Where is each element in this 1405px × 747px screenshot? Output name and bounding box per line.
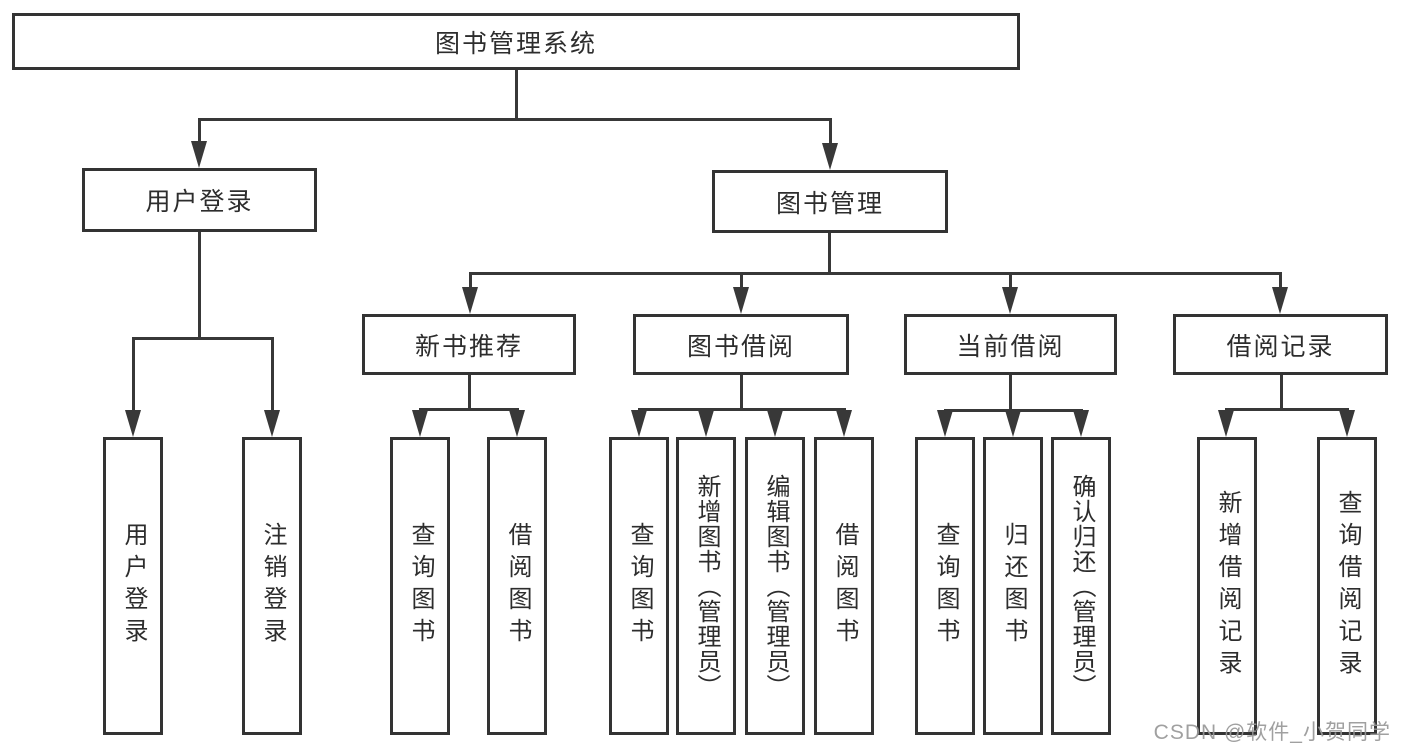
arrow-down-icon bbox=[1073, 410, 1089, 437]
node-label: 借阅图书 bbox=[504, 522, 531, 650]
connector-book-mgmt-bus bbox=[469, 272, 1282, 275]
connector-book-mgmt-stem bbox=[828, 233, 831, 272]
node-label: 用户登录 bbox=[120, 522, 147, 650]
node-label: 查询借阅记录 bbox=[1334, 490, 1361, 682]
connector-drop-leaf-logout bbox=[271, 337, 274, 413]
node-library-management-system: 图书管理系统 bbox=[12, 13, 1020, 70]
node-book-management: 图书管理 bbox=[712, 170, 948, 233]
node-leaf-borrow-books-nbr: 借阅图书 bbox=[487, 437, 547, 735]
node-label: 新书推荐 bbox=[414, 332, 523, 361]
node-leaf-add-borrow-record: 新增借阅记录 bbox=[1197, 437, 1257, 735]
connector-current-borrow-stem bbox=[1009, 375, 1012, 409]
node-label: 注销登录 bbox=[259, 522, 286, 650]
arrow-down-icon bbox=[937, 410, 953, 437]
node-new-book-recommendation: 新书推荐 bbox=[362, 314, 576, 375]
arrow-down-icon bbox=[767, 410, 783, 437]
node-leaf-edit-books-admin: 编辑图书（管理员） bbox=[745, 437, 805, 735]
node-label: 借阅记录 bbox=[1226, 332, 1335, 361]
node-label: 查询图书 bbox=[407, 522, 434, 650]
arrow-down-icon bbox=[822, 143, 838, 170]
connector-drop-current-borrow bbox=[1009, 272, 1012, 290]
node-leaf-logout-login: 注销登录 bbox=[242, 437, 302, 735]
node-leaf-borrow-books-bb: 借阅图书 bbox=[814, 437, 874, 735]
connector-borrow-record-stem bbox=[1280, 375, 1283, 408]
node-label: 查询图书 bbox=[932, 522, 959, 650]
connector-drop-leaf-user-login bbox=[132, 337, 135, 413]
connector-user-login-bus bbox=[132, 337, 274, 340]
node-label: 用户登录 bbox=[145, 188, 254, 216]
arrow-down-icon bbox=[1272, 287, 1288, 314]
arrow-down-icon bbox=[509, 410, 525, 437]
arrow-down-icon bbox=[631, 410, 647, 437]
arrow-down-icon bbox=[264, 410, 280, 437]
connector-drop-book-mgmt bbox=[829, 118, 832, 144]
node-user-login: 用户登录 bbox=[82, 168, 317, 232]
arrow-down-icon bbox=[191, 141, 207, 168]
node-label: 归还图书 bbox=[1000, 522, 1027, 650]
node-label: 图书管理 bbox=[775, 189, 884, 218]
arrow-down-icon bbox=[698, 410, 714, 437]
connector-drop-user-login bbox=[198, 118, 201, 144]
arrow-down-icon bbox=[733, 287, 749, 314]
node-leaf-query-books-nbr: 查询图书 bbox=[390, 437, 450, 735]
arrow-down-icon bbox=[1339, 410, 1355, 437]
node-label: 当前借阅 bbox=[956, 332, 1065, 361]
arrow-down-icon bbox=[462, 287, 478, 314]
node-label: 图书借阅 bbox=[686, 332, 795, 361]
node-leaf-query-books-cb: 查询图书 bbox=[915, 437, 975, 735]
node-label: 新增图书（管理员） bbox=[693, 473, 720, 699]
node-leaf-query-books-bb: 查询图书 bbox=[609, 437, 669, 735]
connector-user-login-stem bbox=[198, 232, 201, 337]
arrow-down-icon bbox=[412, 410, 428, 437]
node-book-borrowing: 图书借阅 bbox=[633, 314, 849, 375]
connector-book-borrow-stem bbox=[740, 375, 743, 408]
node-label: 编辑图书（管理员） bbox=[762, 473, 789, 699]
arrow-down-icon bbox=[1005, 410, 1021, 437]
node-leaf-add-books-admin: 新增图书（管理员） bbox=[676, 437, 736, 735]
node-label: 图书管理系统 bbox=[434, 29, 597, 58]
arrow-down-icon bbox=[125, 410, 141, 437]
connector-root-bus bbox=[198, 118, 832, 121]
connector-book-borrow-bus bbox=[638, 408, 846, 411]
arrow-down-icon bbox=[1002, 287, 1018, 314]
node-label: 查询图书 bbox=[626, 522, 653, 650]
node-leaf-return-books: 归还图书 bbox=[983, 437, 1043, 735]
node-label: 新增借阅记录 bbox=[1214, 490, 1241, 682]
node-leaf-confirm-return-admin: 确认归还（管理员） bbox=[1051, 437, 1111, 735]
connector-new-book-rec-bus bbox=[419, 408, 519, 411]
connector-drop-new-book-rec bbox=[469, 272, 472, 290]
arrow-down-icon bbox=[836, 410, 852, 437]
node-borrowing-records: 借阅记录 bbox=[1173, 314, 1388, 375]
node-leaf-query-borrow-record: 查询借阅记录 bbox=[1317, 437, 1377, 735]
connector-new-book-rec-stem bbox=[468, 375, 471, 408]
arrow-down-icon bbox=[1218, 410, 1234, 437]
connector-root-stem bbox=[515, 70, 518, 118]
node-leaf-user-login: 用户登录 bbox=[103, 437, 163, 735]
csdn-watermark: CSDN @软件_小贺同学 bbox=[1153, 721, 1391, 744]
node-label: 确认归还（管理员） bbox=[1068, 473, 1095, 699]
connector-drop-book-borrow bbox=[740, 272, 743, 290]
connector-borrow-record-bus bbox=[1225, 408, 1349, 411]
node-label: 借阅图书 bbox=[831, 522, 858, 650]
node-current-borrowing: 当前借阅 bbox=[904, 314, 1117, 375]
connector-drop-borrow-record bbox=[1279, 272, 1282, 290]
